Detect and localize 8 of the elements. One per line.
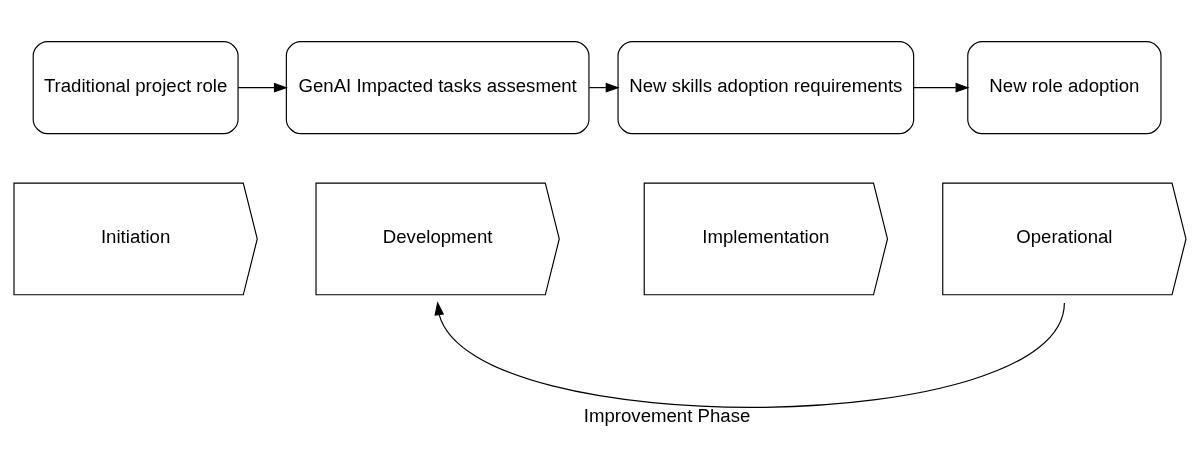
node-box: New skills adoption requirements: [617, 41, 915, 135]
arrow: [434, 301, 1065, 408]
node-box: New role adoption: [967, 41, 1162, 135]
arrow: [913, 82, 970, 93]
node-box: GenAI Impacted tasks assesment: [285, 41, 590, 135]
node-box: Traditional project role: [32, 41, 239, 135]
arrow: [237, 82, 288, 93]
edge-label: Improvement Phase: [583, 405, 751, 427]
